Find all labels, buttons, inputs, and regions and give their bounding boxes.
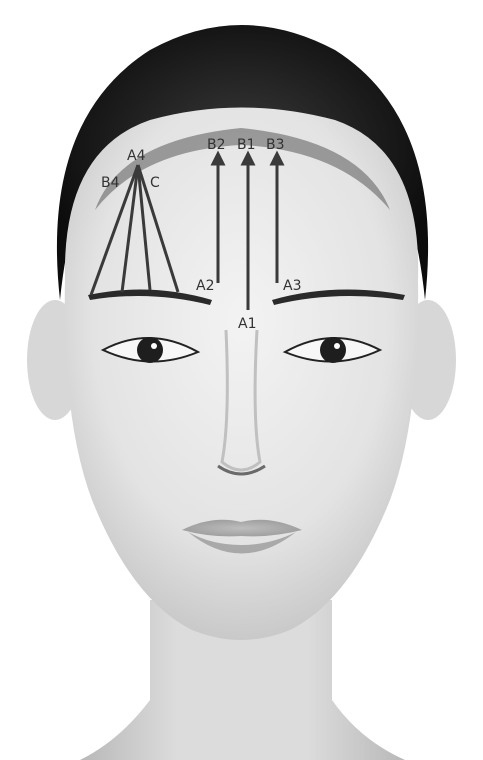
label-a2: A2 [196, 278, 214, 294]
label-b3: B3 [266, 137, 285, 153]
label-a1: A1 [238, 316, 256, 332]
label-b1: B1 [237, 137, 256, 153]
label-b2: B2 [207, 137, 226, 153]
label-c: C [150, 175, 160, 191]
label-a3: A3 [283, 278, 301, 294]
label-b4: B4 [101, 175, 120, 191]
label-a4: A4 [127, 148, 146, 164]
